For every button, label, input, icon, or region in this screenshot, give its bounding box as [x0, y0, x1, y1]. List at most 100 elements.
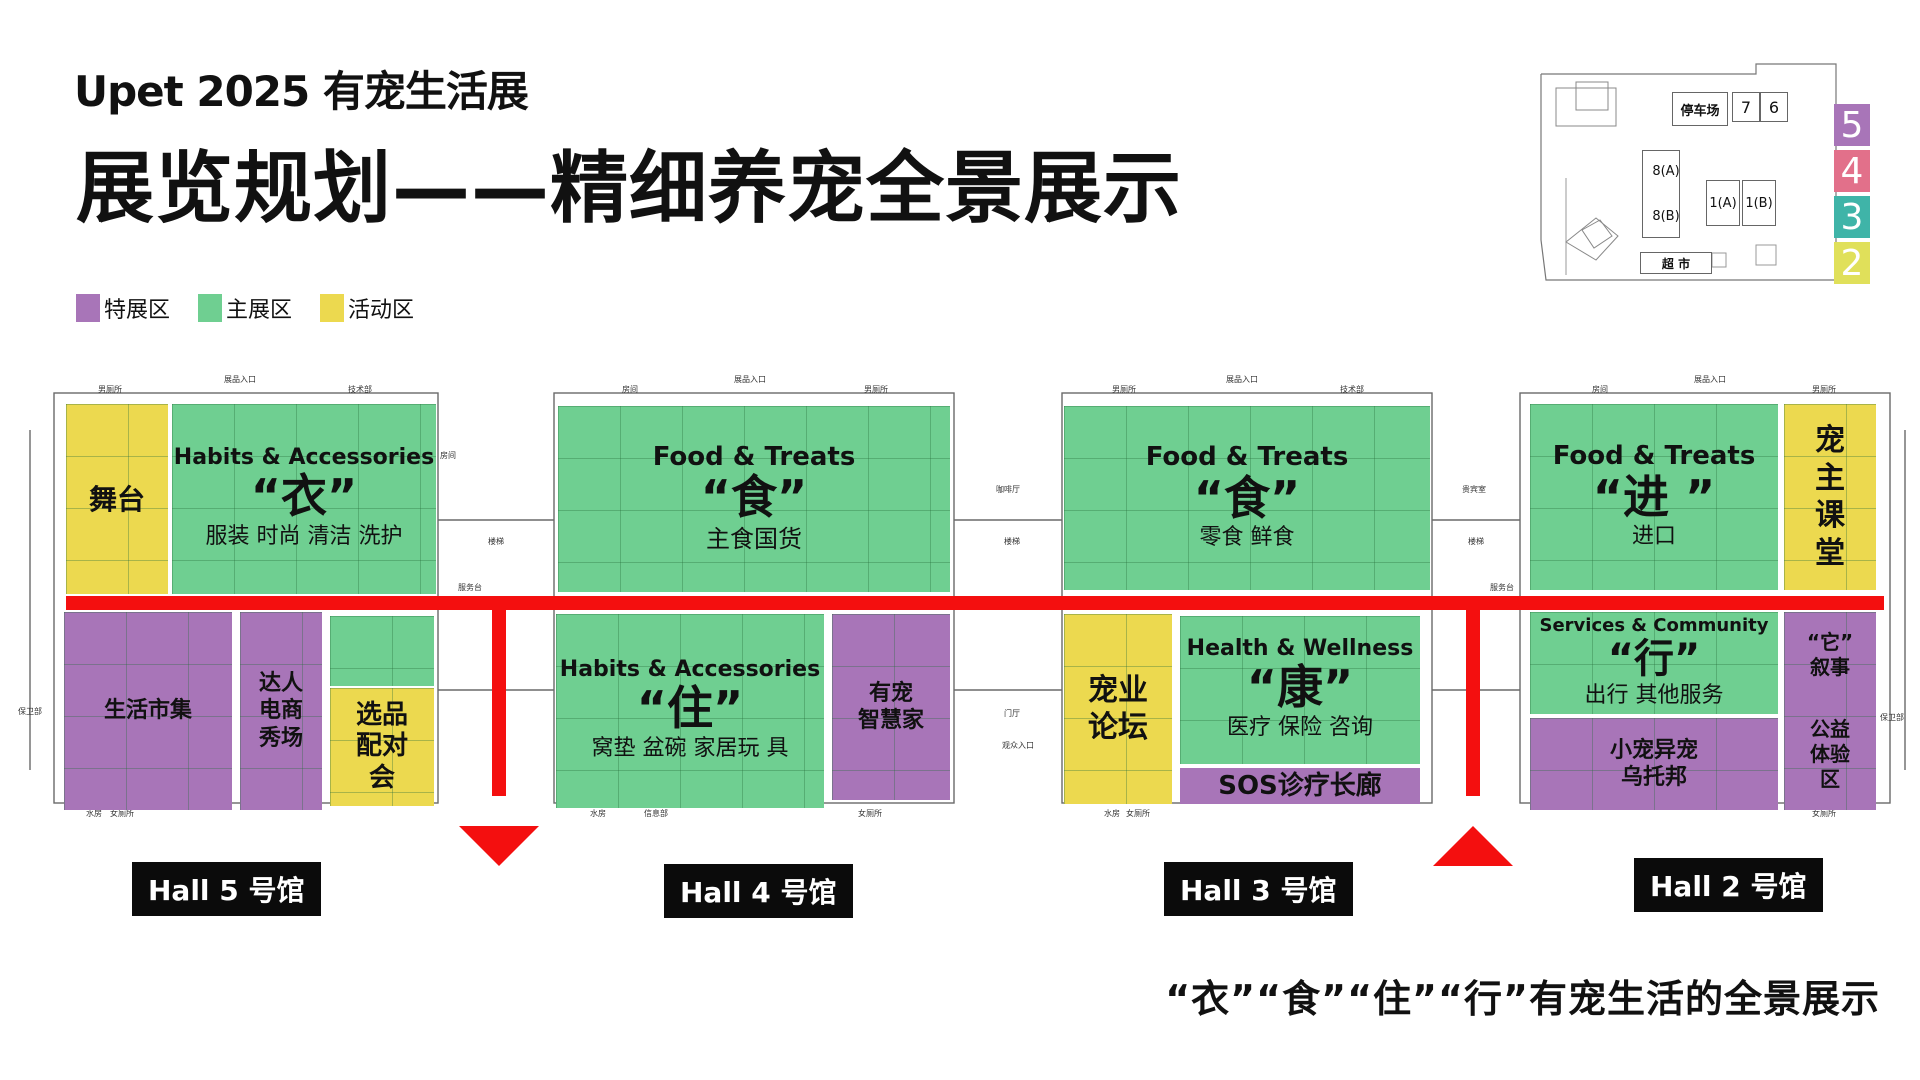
plan-label: 技术部: [1340, 385, 1364, 394]
hall5-habits-en: Habits & Accessories: [173, 445, 435, 471]
hall5-influencer-label: 达人 电商 秀场: [258, 670, 303, 751]
plan-label: 贵宾室: [1462, 485, 1486, 494]
plan-label: 房间: [1592, 385, 1608, 394]
hall4-food-zone: Food & Treats “食” 主食国货: [558, 406, 950, 592]
minimap-supermarket: 超 市: [1640, 252, 1712, 274]
brand-title: Upet 2025 有宠生活展: [74, 67, 529, 116]
minimap-hall-8: 8(A) 8(B): [1646, 150, 1686, 238]
plan-label: 展品入口: [734, 375, 766, 384]
legend-item-special: 特展区: [76, 292, 170, 324]
page-title: 展览规划——精细养宠全景展示: [76, 144, 1183, 234]
hall3-health-sub: 医疗 保险 咨询: [1227, 715, 1373, 741]
legend-label: 特展区: [104, 298, 171, 323]
hall4-habits-zone: Habits & Accessories “住” 窝垫 盆碗 家居玩 具: [556, 614, 824, 808]
hall5-habits-sub: 服装 时尚 清洁 洗护: [205, 524, 403, 550]
plan-label: 水房: [86, 809, 102, 818]
hall5-habits-zone: Habits & Accessories “衣” 服装 时尚 清洁 洗护: [172, 404, 436, 594]
entry-aisle-down: [492, 604, 506, 796]
entry-aisle-up: [1466, 604, 1480, 796]
hall3-label: Hall 3 号馆: [1164, 862, 1353, 916]
hall2-food-sub: 进口: [1631, 524, 1676, 550]
plan-label: 房间: [622, 385, 638, 394]
minimap-num-2: 2: [1834, 242, 1870, 284]
minimap-num-3: 3: [1834, 196, 1870, 238]
minimap-num-5: 5: [1834, 104, 1870, 146]
hall5-matchmaking-zone: 选品 配对 会: [330, 688, 434, 806]
plan-label: 男厕所: [98, 385, 122, 394]
plan-label: 房间: [440, 451, 456, 460]
hall5-green-block: [330, 616, 434, 686]
plan-label: 门厅: [1004, 709, 1020, 718]
hall4-habits-sub: 窝垫 盆碗 家居玩 具: [591, 736, 789, 762]
hall2-food-zone: Food & Treats “进 ” 进口: [1530, 404, 1778, 590]
hall3-health-zone: Health & Wellness “康” 医疗 保险 咨询: [1180, 616, 1420, 764]
hall2-classroom-zone: 宠 主 课 堂: [1784, 404, 1876, 590]
minimap-hall-7: 7: [1732, 92, 1760, 122]
hall2-charity-label: 公益 体验 区: [1810, 716, 1850, 791]
legend: 特展区 主展区 活动区: [76, 292, 414, 324]
plan-label: 水房: [590, 809, 606, 818]
hall2-label: Hall 2 号馆: [1634, 858, 1823, 912]
venue-minimap: 停车场 7 6 8(A) 8(B) 1(A) 1(B) 超 市 5 4 3 2: [1536, 60, 1886, 320]
plan-label: 服务台: [458, 583, 482, 592]
hall5-stage-label: 舞台: [88, 482, 145, 516]
minimap-hall-8-outline: [1642, 150, 1680, 238]
legend-label: 活动区: [348, 298, 415, 323]
minimap-parking: 停车场: [1672, 92, 1728, 126]
hall4-label: Hall 4 号馆: [664, 864, 853, 918]
plan-label: 咖啡厅: [996, 485, 1020, 494]
hall2-services-quote: “行”: [1607, 635, 1701, 682]
main-aisle: [66, 596, 1884, 610]
hall2-services-sub: 出行 其他服务: [1584, 682, 1724, 708]
hall2-food-quote: “进 ”: [1592, 469, 1716, 524]
footer-tagline: “衣”“食”“住”“行”有宠生活的全景展示: [1165, 977, 1880, 1021]
hall2-story-zone: “它” 叙事 公益 体验 区: [1784, 612, 1876, 810]
hall4-food-quote: “食”: [700, 470, 808, 525]
legend-swatch: [76, 294, 100, 322]
plan-label: 女厕所: [1126, 809, 1150, 818]
plan-label: 水房: [1104, 809, 1120, 818]
plan-label: 展品入口: [224, 375, 256, 384]
hall2-story-label: “它” 叙事: [1806, 630, 1854, 680]
hall2-services-zone: Services & Community “行” 出行 其他服务: [1530, 612, 1778, 714]
hall2-classroom-label: 宠 主 课 堂: [1815, 423, 1845, 571]
plan-label: 楼梯: [488, 537, 504, 546]
legend-label: 主展区: [226, 298, 293, 323]
plan-label: 服务台: [1490, 583, 1514, 592]
hall5-influencer-zone: 达人 电商 秀场: [240, 612, 322, 810]
hall5-market-label: 生活市集: [103, 698, 192, 724]
plan-label: 男厕所: [864, 385, 888, 394]
legend-item-activity: 活动区: [320, 292, 414, 324]
hall5-label: Hall 5 号馆: [132, 862, 321, 916]
minimap-hall-6: 6: [1760, 92, 1788, 122]
hall3-food-en: Food & Treats: [1145, 441, 1349, 472]
legend-swatch: [320, 294, 345, 322]
hall3-food-quote: “食”: [1193, 470, 1301, 525]
hall3-sos-label: SOS诊疗长廊: [1218, 770, 1382, 801]
plan-label: 女厕所: [858, 809, 882, 818]
plan-label: 楼梯: [1004, 537, 1020, 546]
minimap-hall-8a: 8(A): [1652, 164, 1680, 179]
hall2-food-en: Food & Treats: [1552, 440, 1756, 471]
hall5-market-zone: 生活市集: [64, 612, 232, 810]
minimap-hall-1b: 1(B): [1742, 180, 1776, 226]
hall3-food-sub: 零食 鲜食: [1199, 525, 1295, 551]
hall4-habits-en: Habits & Accessories: [559, 657, 821, 683]
hall5-stage-zone: 舞台: [66, 404, 168, 594]
minimap-num-4: 4: [1834, 150, 1870, 192]
plan-label: 男厕所: [1812, 385, 1836, 394]
hall2-exotic-label: 小宠异宠 乌托邦: [1609, 737, 1698, 791]
hall4-smart-home-label: 有宠 智慧家: [857, 680, 924, 734]
hall4-food-en: Food & Treats: [652, 441, 856, 472]
plan-label: 信息部: [644, 809, 668, 818]
hall4-habits-quote: “住”: [636, 681, 744, 736]
plan-label: 技术部: [348, 385, 372, 394]
minimap-hall-1a: 1(A): [1706, 180, 1740, 226]
hall3-health-quote: “康”: [1246, 660, 1354, 715]
minimap-hall-8b: 8(B): [1652, 209, 1680, 224]
hall2-services-en: Services & Community: [1539, 614, 1769, 636]
hall4-food-sub: 主食国货: [706, 525, 802, 554]
plan-label: 女厕所: [110, 809, 134, 818]
plan-label: 楼梯: [1468, 537, 1484, 546]
plan-label: 男厕所: [1112, 385, 1136, 394]
